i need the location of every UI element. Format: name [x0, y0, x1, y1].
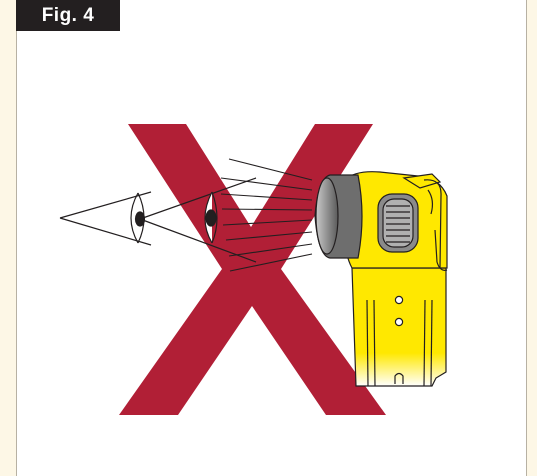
prohibited-x-icon [119, 124, 386, 415]
eye-icon [60, 192, 151, 245]
